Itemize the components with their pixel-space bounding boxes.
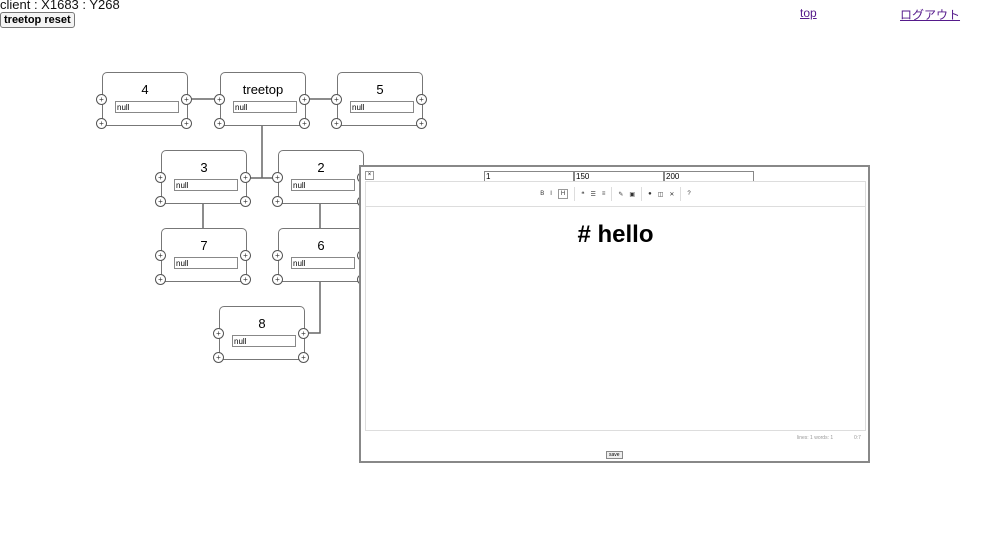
node-title: 3 [200, 160, 208, 175]
add-node-icon[interactable]: + [331, 94, 342, 105]
tree-node[interactable]: 7 + + + + [155, 228, 251, 285]
markdown-editor-panel: × B I H ❝ ☰ ≡ ✎ ▣ ● ◫ ✕ ? # hello lines:… [359, 165, 870, 463]
logout-link[interactable]: ログアウト [900, 8, 961, 22]
tree-node[interactable]: 2++++ [272, 150, 368, 207]
tree-node[interactable]: 3 + + + + [155, 150, 251, 207]
add-node-icon[interactable]: + [155, 172, 166, 183]
node-value-input[interactable] [233, 101, 297, 113]
node-value-input[interactable] [174, 257, 238, 269]
add-node-icon[interactable]: + [272, 172, 283, 183]
tree-node[interactable]: 6++++ [272, 228, 368, 285]
node-title: 5 [376, 82, 384, 97]
node-value-input[interactable] [232, 335, 296, 347]
image-icon[interactable]: ▣ [629, 191, 636, 198]
add-node-icon[interactable]: + [214, 118, 225, 129]
add-node-icon[interactable]: + [214, 94, 225, 105]
add-node-icon[interactable]: + [213, 328, 224, 339]
add-node-icon[interactable]: + [272, 196, 283, 207]
editor-content[interactable]: # hello [577, 221, 654, 248]
node-value-input[interactable] [291, 257, 355, 269]
client-coordinates: client : X1683 : Y268 [0, 0, 120, 12]
add-node-icon[interactable]: + [299, 118, 310, 129]
add-node-icon[interactable]: + [240, 250, 251, 261]
save-button[interactable]: save [606, 451, 623, 459]
add-node-icon[interactable]: + [272, 250, 283, 261]
bold-icon[interactable]: B [540, 191, 545, 197]
node-value-input[interactable] [291, 179, 355, 191]
side-by-side-icon[interactable]: ◫ [657, 191, 664, 198]
add-node-icon[interactable]: + [299, 94, 310, 105]
node-title: 7 [200, 238, 208, 253]
add-node-icon[interactable]: + [155, 250, 166, 261]
editor-area[interactable]: B I H ❝ ☰ ≡ ✎ ▣ ● ◫ ✕ ? # hello [365, 181, 866, 431]
tree-node[interactable]: treetop + + + + [214, 72, 310, 129]
node-value-input[interactable] [174, 179, 238, 191]
preview-icon[interactable]: ● [648, 191, 652, 197]
node-title: treetop [242, 82, 284, 97]
tree-node[interactable]: 8 + + + + [213, 306, 309, 363]
link-icon[interactable]: ✎ [618, 191, 624, 198]
node-title: 8 [258, 316, 266, 331]
unordered-list-icon[interactable]: ☰ [590, 191, 596, 198]
italic-icon[interactable]: I [550, 191, 552, 197]
add-node-icon[interactable]: + [298, 328, 309, 339]
treetop-reset-button[interactable]: treetop reset [0, 12, 75, 28]
add-node-icon[interactable]: + [213, 352, 224, 363]
cursor-position: 0:7 [854, 435, 861, 441]
help-icon[interactable]: ? [687, 191, 691, 197]
add-node-icon[interactable]: + [416, 94, 427, 105]
add-node-icon[interactable]: + [240, 172, 251, 183]
add-node-icon[interactable]: + [240, 196, 251, 207]
node-title: 4 [141, 82, 149, 97]
add-node-icon[interactable]: + [272, 274, 283, 285]
quote-icon[interactable]: ❝ [581, 191, 585, 198]
add-node-icon[interactable]: + [240, 274, 251, 285]
tree-node[interactable]: 4 + + + + [96, 72, 192, 129]
node-title: 2 [317, 160, 325, 175]
node-title: 6 [317, 238, 325, 253]
add-node-icon[interactable]: + [155, 274, 166, 285]
add-node-icon[interactable]: + [96, 94, 107, 105]
tree-node[interactable]: 5 + + + + [331, 72, 427, 129]
add-node-icon[interactable]: + [181, 118, 192, 129]
node-value-input[interactable] [115, 101, 179, 113]
add-node-icon[interactable]: + [181, 94, 192, 105]
heading-icon[interactable]: H [557, 189, 569, 199]
add-node-icon[interactable]: + [96, 118, 107, 129]
node-value-input[interactable] [350, 101, 414, 113]
editor-toolbar: B I H ❝ ☰ ≡ ✎ ▣ ● ◫ ✕ ? [366, 182, 865, 207]
add-node-icon[interactable]: + [298, 352, 309, 363]
add-node-icon[interactable]: + [416, 118, 427, 129]
top-link[interactable]: top [800, 6, 817, 20]
ordered-list-icon[interactable]: ≡ [601, 191, 606, 197]
close-button[interactable]: × [365, 171, 374, 180]
add-node-icon[interactable]: + [331, 118, 342, 129]
status-counts: lines: 1 words: 1 [797, 435, 834, 441]
add-node-icon[interactable]: + [155, 196, 166, 207]
fullscreen-icon[interactable]: ✕ [669, 191, 675, 198]
